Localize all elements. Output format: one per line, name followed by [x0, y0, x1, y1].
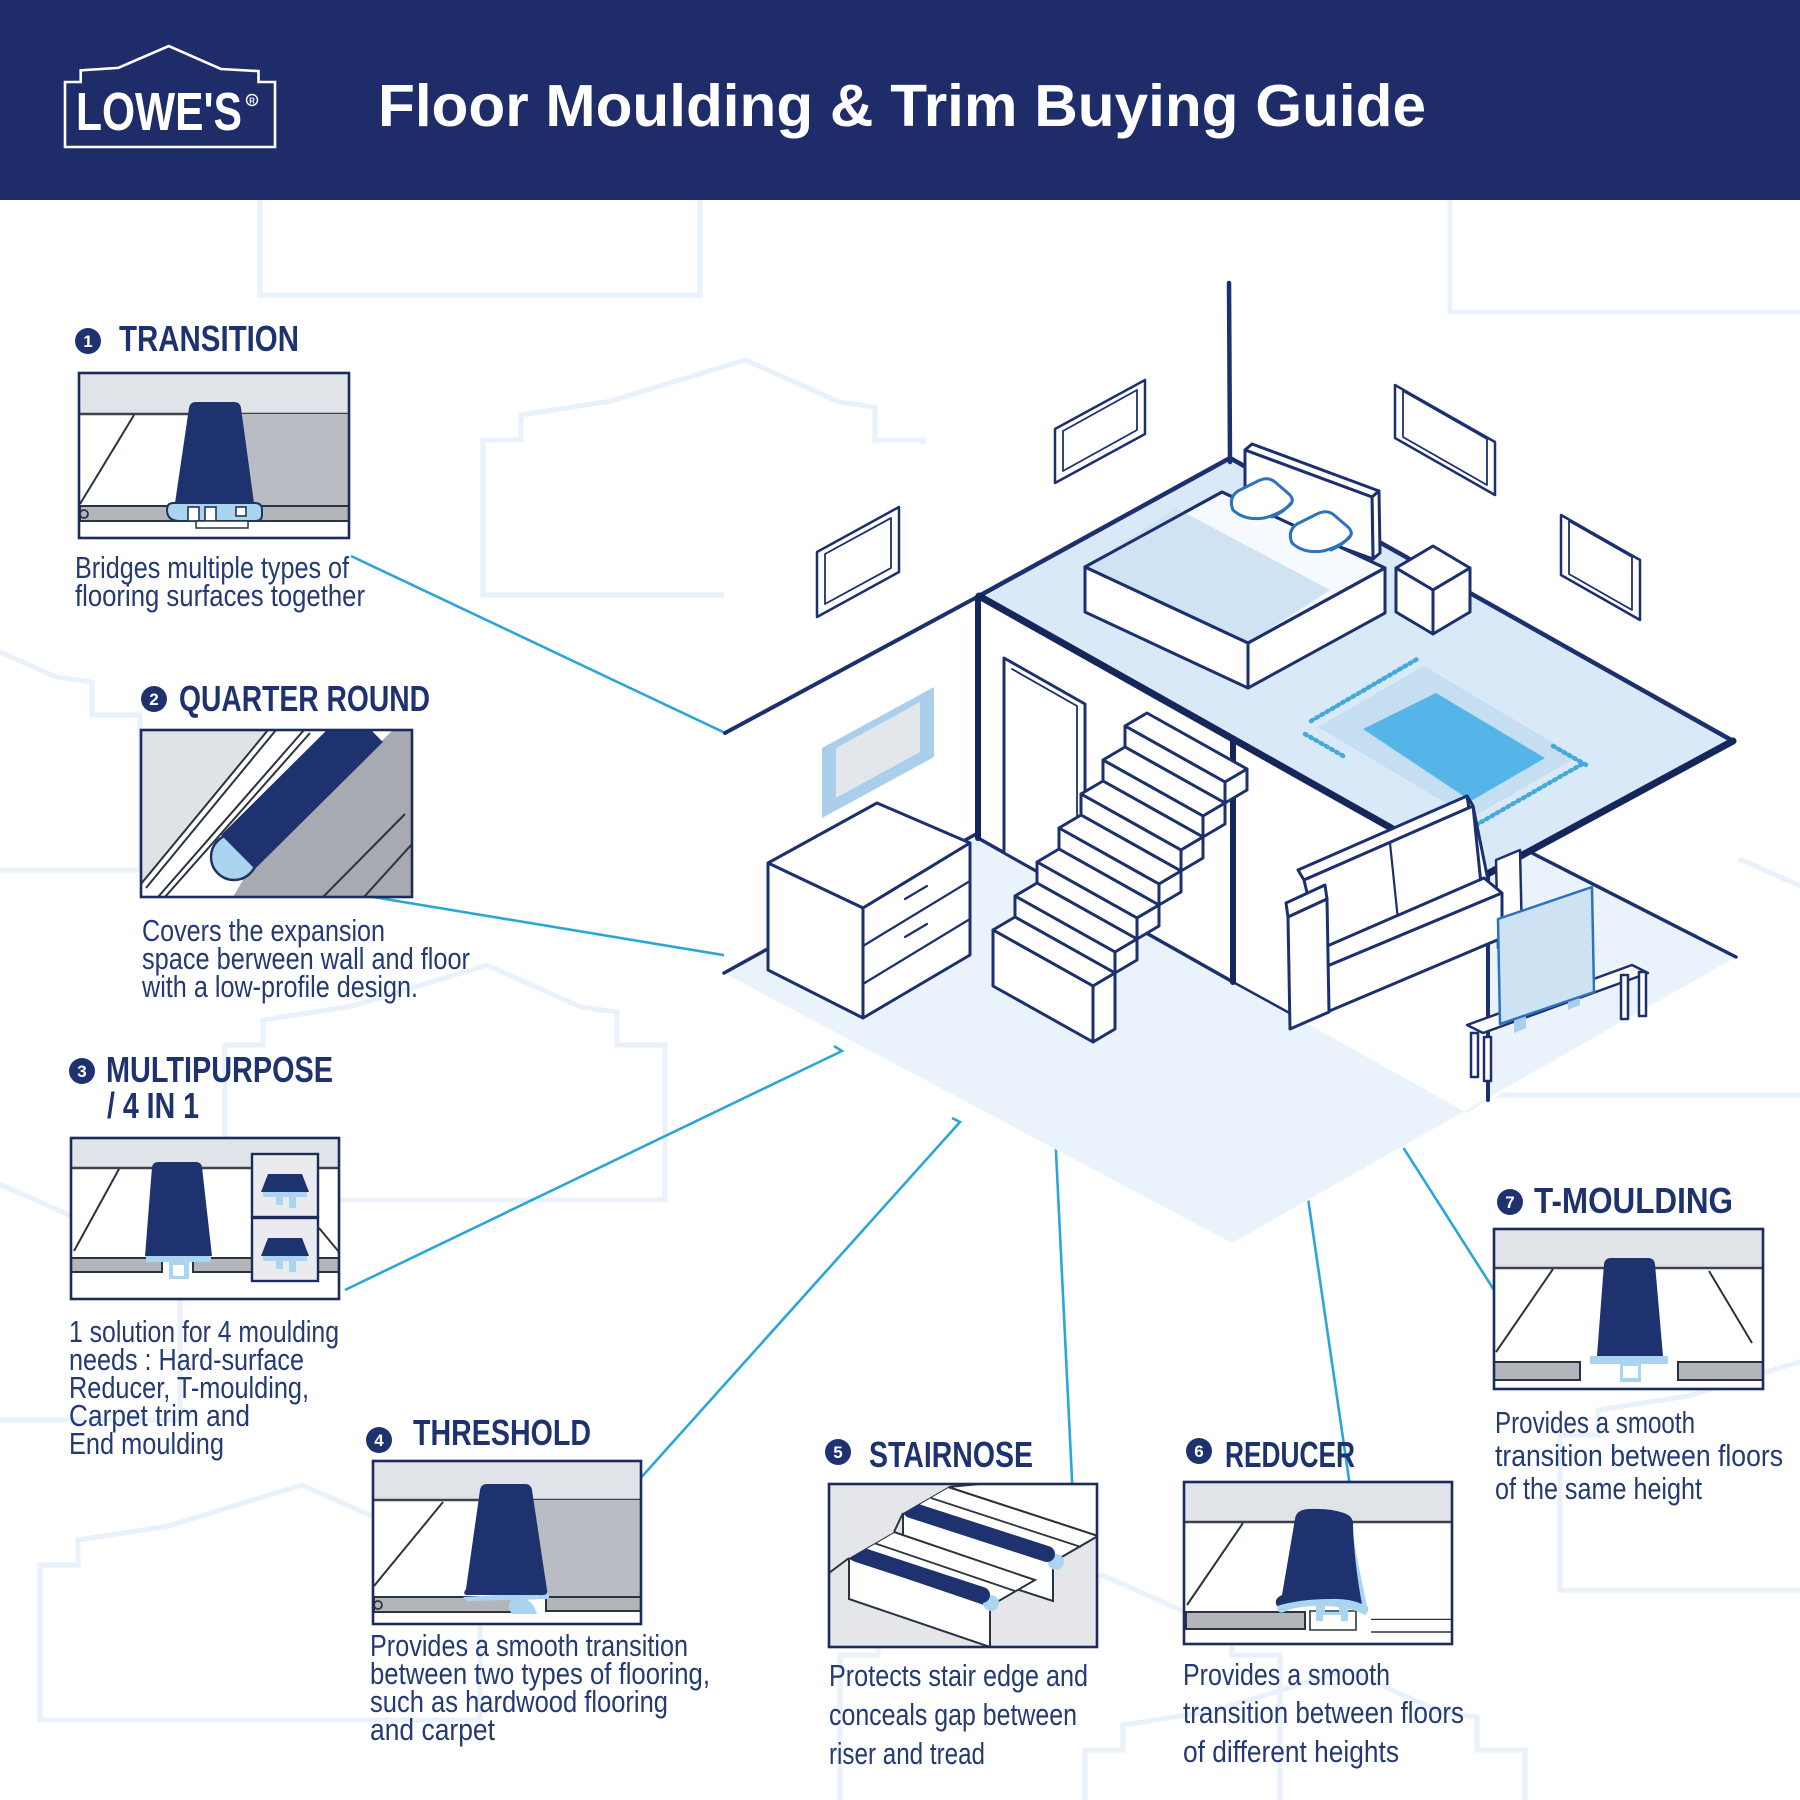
svg-text:1 solution for 4 moulding: 1 solution for 4 moulding: [69, 1314, 339, 1349]
svg-text:TRANSITION: TRANSITION: [119, 318, 299, 359]
svg-text:6: 6: [1194, 1442, 1203, 1461]
svg-text:7: 7: [1505, 1193, 1514, 1212]
svg-text:Provides a smooth: Provides a smooth: [1495, 1405, 1695, 1440]
svg-text:T-MOULDING: T-MOULDING: [1534, 1180, 1733, 1221]
svg-text:with a low-profile design.: with a low-profile design.: [141, 969, 418, 1004]
svg-text:LOWE'S: LOWE'S: [76, 82, 242, 142]
svg-text:such as hardwood flooring: such as hardwood flooring: [370, 1684, 668, 1719]
svg-text:and carpet: and carpet: [370, 1712, 495, 1747]
svg-text:transition between floors: transition between floors: [1495, 1438, 1783, 1473]
svg-text:space berween wall and floor: space berween wall and floor: [142, 941, 470, 976]
svg-text:Covers the expansion: Covers the expansion: [142, 913, 385, 948]
svg-text:conceals gap between: conceals gap between: [829, 1697, 1077, 1732]
svg-text:STAIRNOSE: STAIRNOSE: [869, 1434, 1033, 1475]
svg-text:Bridges multiple types of: Bridges multiple types of: [75, 550, 349, 585]
svg-text:Reducer, T-moulding,: Reducer, T-moulding,: [69, 1370, 309, 1405]
svg-text:of the same height: of the same height: [1495, 1471, 1702, 1506]
svg-text:needs : Hard-surface: needs : Hard-surface: [69, 1342, 304, 1377]
svg-text:End moulding: End moulding: [69, 1426, 224, 1461]
svg-text:Protects stair edge and: Protects stair edge and: [829, 1658, 1088, 1693]
svg-text:between two types of flooring,: between two types of flooring,: [370, 1656, 710, 1691]
svg-text:4: 4: [374, 1431, 384, 1450]
svg-text:of different heights: of different heights: [1183, 1734, 1399, 1769]
svg-text:Carpet trim and: Carpet trim and: [69, 1398, 250, 1433]
svg-text:flooring surfaces together: flooring surfaces together: [75, 578, 365, 613]
svg-text:REDUCER: REDUCER: [1225, 1434, 1355, 1475]
svg-text:3: 3: [77, 1062, 86, 1081]
svg-text:R: R: [249, 97, 255, 106]
svg-text:Provides a smooth transition: Provides a smooth transition: [370, 1628, 688, 1663]
svg-text:MULTIPURPOSE: MULTIPURPOSE: [106, 1049, 333, 1090]
svg-text:Floor Moulding & Trim Buying G: Floor Moulding & Trim Buying Guide: [378, 73, 1426, 139]
svg-text:/ 4 IN 1: / 4 IN 1: [107, 1085, 199, 1126]
svg-text:QUARTER ROUND: QUARTER ROUND: [179, 678, 430, 719]
svg-text:transition between floors: transition between floors: [1183, 1695, 1464, 1730]
svg-text:2: 2: [149, 690, 158, 709]
svg-text:Provides a smooth: Provides a smooth: [1183, 1657, 1390, 1692]
svg-text:THRESHOLD: THRESHOLD: [413, 1412, 591, 1453]
svg-text:1: 1: [83, 332, 92, 351]
svg-text:5: 5: [833, 1443, 842, 1462]
svg-text:riser and tread: riser and tread: [829, 1736, 985, 1771]
